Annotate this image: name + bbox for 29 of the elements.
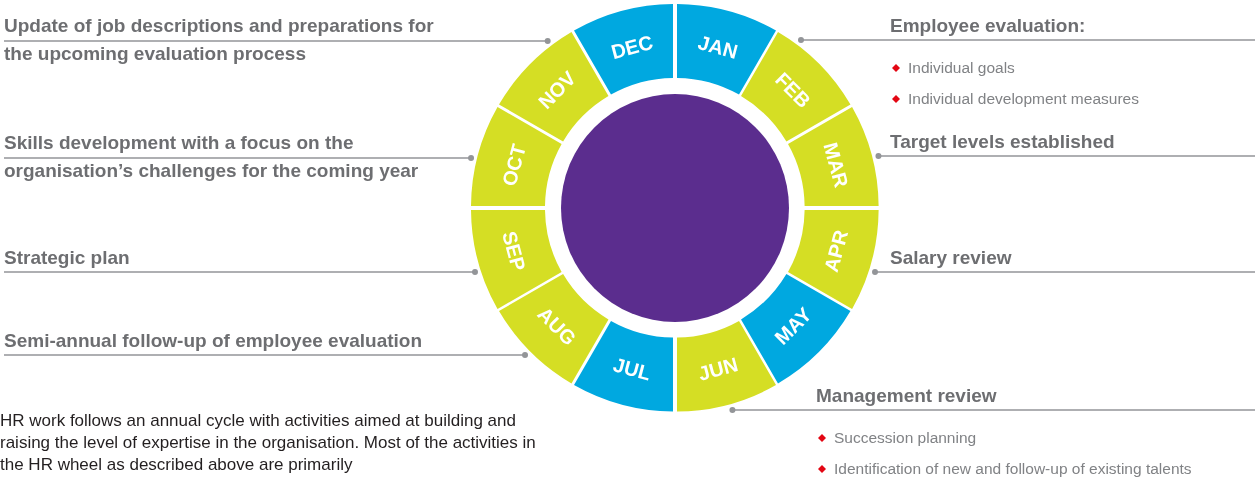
month-label: JAN bbox=[696, 31, 741, 62]
month-label: DEC bbox=[608, 31, 655, 62]
activity-heading: Update of job descriptions and preparations for the upcoming evaluation process bbox=[4, 14, 435, 66]
bullet-text: Individual goals bbox=[908, 57, 1015, 78]
description-paragraph: HR work follows an annual cycle with activities aimed at building and raising the level of expertise in the organisation. Most of the activities in the HR wheel as described above are primarily bbox=[0, 410, 537, 476]
leader-line bbox=[3, 269, 478, 275]
leader-line bbox=[872, 269, 891, 275]
activity-heading: Skills development with a focus on the organisation’s challenges for the coming year bbox=[4, 131, 420, 183]
activity-heading: Salary review bbox=[890, 246, 1012, 270]
month-label: JUN bbox=[696, 354, 741, 385]
leader-line bbox=[875, 153, 891, 159]
month-label: SEP bbox=[498, 229, 529, 274]
activity-heading: Management review bbox=[816, 384, 997, 408]
activity-heading: Target levels established bbox=[890, 130, 1115, 154]
leader-line bbox=[3, 352, 529, 358]
activity-heading: Semi-annual follow-up of employee evaluation bbox=[4, 329, 424, 353]
leader-line bbox=[798, 37, 891, 43]
leader-line bbox=[3, 38, 551, 44]
month-label: MAR bbox=[820, 140, 852, 190]
month-label: OCT bbox=[498, 141, 529, 188]
month-label: JUL bbox=[610, 354, 653, 384]
bullet-text: Individual development measures bbox=[908, 88, 1139, 109]
leader-line bbox=[729, 407, 817, 413]
month-label: APR bbox=[821, 228, 852, 275]
activity-heading: Strategic plan bbox=[4, 246, 131, 270]
activity-heading: Employee evaluation: bbox=[890, 14, 1086, 38]
bullet-text: Identification of new and follow-up of existing talents bbox=[834, 458, 1192, 478]
leader-line bbox=[3, 155, 475, 161]
bullet-text: Succession planning bbox=[834, 427, 977, 448]
